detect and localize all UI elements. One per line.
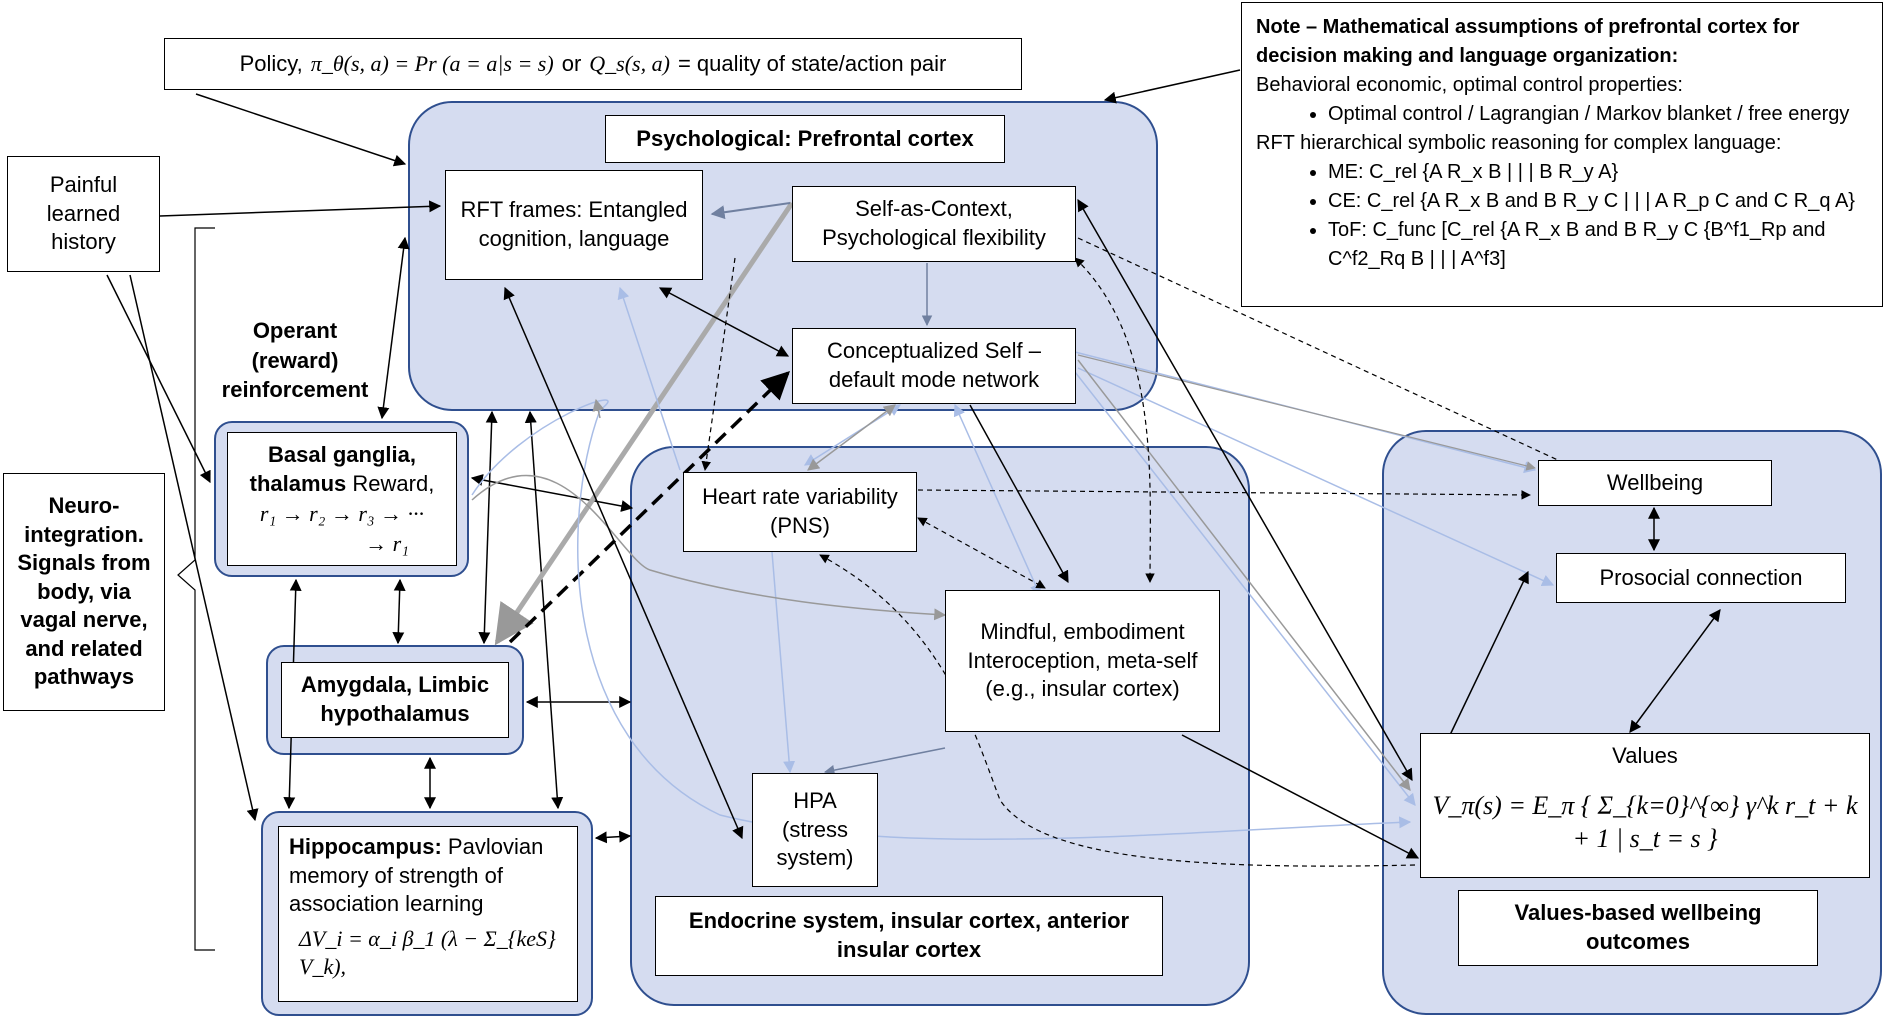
note-behavioral-list: Optimal control / Lagrangian / Markov bl… (1256, 100, 1868, 129)
pfc-amygdala-link (478, 410, 498, 645)
prosocial-text: Prosocial connection (1599, 564, 1803, 590)
hippocampus-box: Hippocampus: Pavlovian memory of strengt… (278, 826, 578, 1002)
note-ce-formula: C_rel {A R_x B and B R_y C | | | A R_p C… (1366, 190, 1855, 212)
prosocial-to-values (1629, 609, 1721, 733)
values-label: Values (1612, 743, 1678, 768)
basal-amygdala-link (392, 578, 406, 645)
values-formula: V_π(s) = E_π { Σ_{k=0}^{∞} γ^k r_t + k +… (1432, 790, 1858, 854)
values-box: Values V_π(s) = E_π { Σ_{k=0}^{∞} γ^k r_… (1420, 733, 1870, 878)
endocrine-title: Endocrine system, insular cortex, anteri… (688, 908, 1130, 962)
pfc-basal-link (377, 236, 410, 420)
history-to-basal (106, 274, 211, 484)
hippocampus-endocrine-link (594, 830, 632, 844)
neuro-bracket (177, 227, 215, 951)
painful-history-text: Painful learned history (46, 172, 121, 255)
values-to-wellbeing (1449, 570, 1529, 736)
hrv-to-mindful-dashed (917, 517, 1046, 589)
basal-ganglia-title: Basal ganglia, thalamus (249, 441, 416, 497)
conceptualized-to-wellbeing-grey (1077, 354, 1536, 471)
basal-ganglia-box: Basal ganglia, thalamus Reward, r₁ → r₂ … (227, 432, 457, 566)
mindful-to-values (1181, 734, 1420, 859)
note-tof-label: ToF: (1328, 219, 1367, 241)
prosocial-box: Prosocial connection (1556, 553, 1846, 603)
note-rft-list: ME: C_rel {A R_x B | | | B R_y A} CE: C_… (1256, 158, 1868, 274)
note-bullet-tof: ToF: C_func [C_rel {A R_x B and B R_y C … (1328, 216, 1868, 274)
values-title-box: Values-based wellbeing outcomes (1458, 890, 1818, 966)
mindful-box: Mindful, embodiment Interoception, meta-… (945, 590, 1220, 732)
amygdala-box: Amygdala, Limbic hypothalamus (281, 662, 509, 738)
mindful-to-hpa (823, 747, 946, 776)
rft-frames-box: RFT frames: Entangled cognition, languag… (445, 170, 703, 280)
conceptualized-self-text: Conceptualized Self – default mode netwo… (826, 338, 1042, 392)
note-me-formula: C_rel {A R_x B | | | B R_y A} (1369, 161, 1619, 183)
hpa-text: HPA (stress system) (776, 788, 854, 871)
hpa-box: HPA (stress system) (752, 773, 878, 887)
note-bullet-optimal-control: Optimal control / Lagrangian / Markov bl… (1328, 100, 1868, 129)
q-formula: Q_s(s, a) (589, 50, 670, 76)
wellbeing-box: Wellbeing (1538, 460, 1772, 506)
basal-ganglia-title-row: Basal ganglia, thalamus Reward, (234, 440, 450, 499)
note-bullet-me: ME: C_rel {A R_x B | | | B R_y A} (1328, 158, 1868, 187)
note-arrow (1103, 69, 1241, 104)
policy-formula: π_θ(s, a) = Pr (a = a|s = s) (310, 50, 554, 76)
history-to-rft (159, 200, 442, 217)
values-to-hrv-dashed (819, 554, 1416, 867)
note-rft-heading: RFT hierarchical symbolic reasoning for … (1256, 132, 1782, 154)
basal-ganglia-formula-2: → r₁ (365, 530, 409, 556)
note-ce-label: CE: (1328, 190, 1362, 212)
conceptualized-to-mindful (969, 404, 1069, 584)
hrv-to-conceptualized-grey (807, 404, 896, 471)
wellbeing-text: Wellbeing (1606, 469, 1704, 495)
conceptualized-to-values-light (1074, 371, 1416, 806)
pfc-title: Psychological: Prefrontal cortex (605, 115, 1005, 163)
note-me-label: ME: (1328, 161, 1364, 183)
hippocampus-text: Pavlovian memory of strength of associat… (289, 834, 544, 917)
rft-to-conceptualized (658, 287, 790, 357)
note-box: Note – Mathematical assumptions of prefr… (1241, 2, 1883, 307)
mindful-text: Mindful, embodiment Interoception, meta-… (967, 619, 1198, 702)
rft-to-hpa (503, 286, 744, 840)
hippocampus-formula: ΔV_i = α_i β_1 (λ − Σ_{keS} V_k), (299, 925, 556, 980)
hrv-to-hpa-light (771, 551, 796, 774)
self-as-context-text: Self-as-Context, Psychological flexibili… (822, 196, 1046, 250)
amygdala-text: Amygdala, Limbic hypothalamus (300, 672, 490, 726)
policy-or: or (561, 50, 582, 76)
hrv-box: Heart rate variability (PNS) (683, 472, 917, 552)
hrv-to-wellbeing-dashed (917, 489, 1531, 500)
conceptualized-to-hrv-light (803, 404, 902, 466)
note-heading: Note – Mathematical assumptions of prefr… (1256, 16, 1800, 67)
self-context-to-wellbeing-dashed (1077, 237, 1576, 469)
hippocampus-description: Hippocampus: Pavlovian memory of strengt… (289, 833, 567, 919)
endocrine-title-box: Endocrine system, insular cortex, anteri… (655, 896, 1163, 976)
basal-ganglia-formula-1: r₁ → r₂ → r₃ → ··· (259, 501, 425, 526)
policy-suffix: = quality of state/action pair (677, 50, 947, 76)
conceptualized-to-mindful-light (953, 403, 1042, 597)
note-behavioral: Behavioral economic, optimal control pro… (1256, 74, 1683, 96)
neuro-integration-text: Neuro-integration. Signals from body, vi… (17, 492, 151, 690)
hippocampus-title: Hippocampus: (289, 834, 442, 859)
self-context-to-rft (710, 202, 791, 220)
history-to-hippocampus (129, 274, 259, 822)
rft-frames-text: RFT frames: Entangled cognition, languag… (460, 197, 688, 251)
policy-label: Policy, (239, 50, 303, 76)
self-context-to-mindful-dashed (1074, 257, 1155, 583)
neuro-integration-box: Neuro-integration. Signals from body, vi… (3, 473, 165, 711)
note-tof-formula: C_func [C_rel {A R_x B and B R_y C {B^f1… (1328, 219, 1826, 270)
operant-label: Operant (reward) reinforcement (221, 318, 369, 403)
conceptualized-self-box: Conceptualized Self – default mode netwo… (792, 328, 1076, 404)
pfc-title-text: Psychological: Prefrontal cortex (636, 125, 974, 151)
values-title: Values-based wellbeing outcomes (1514, 900, 1762, 954)
policy-arrow (195, 93, 407, 167)
basal-ganglia-reward: Reward, (352, 471, 435, 497)
note-bullet-ce: CE: C_rel {A R_x B and B R_y C | | | A R… (1328, 187, 1868, 216)
policy-box: Policy, π_θ(s, a) = Pr (a = a|s = s) or … (164, 38, 1022, 90)
hrv-text: Heart rate variability (PNS) (702, 484, 898, 538)
self-as-context-box: Self-as-Context, Psychological flexibili… (792, 186, 1076, 262)
painful-history-box: Painful learned history (7, 156, 160, 272)
